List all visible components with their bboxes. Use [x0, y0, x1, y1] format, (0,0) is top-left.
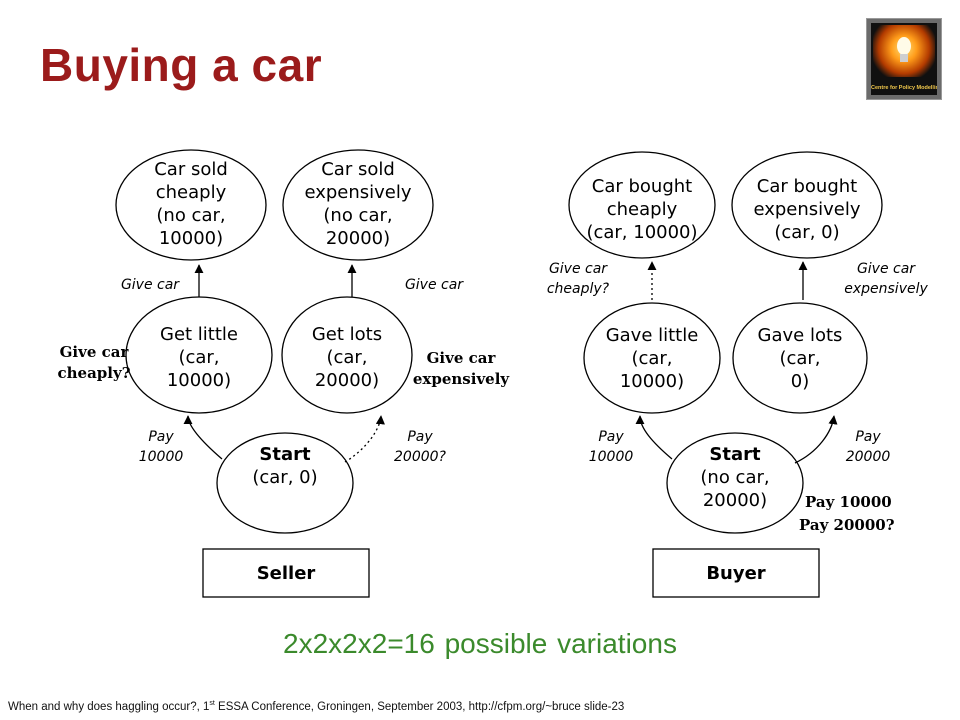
buyer-box [652, 548, 820, 598]
buyer-give-car-right-line1: Give car [857, 261, 916, 277]
seller-pay-right-line2: 20000? [394, 449, 447, 465]
seller-get-lots-line2: (car, [326, 347, 367, 368]
seller-sold-cheaply-line4: 10000) [159, 228, 223, 249]
footer-text-after: ESSA Conference, Groningen, September 20… [214, 700, 625, 713]
buyer-bought-expensively-line3: (car, 0) [774, 222, 839, 243]
buyer-bought-cheaply-line3: (car, 10000) [586, 222, 697, 243]
buyer-give-car-left-line2: cheaply? [547, 281, 610, 297]
seller-edge-pay-left [183, 415, 223, 460]
seller-sold-cheaply-line2: cheaply [156, 182, 227, 203]
footer-text-before: When and why does haggling occur?, 1 [8, 700, 210, 713]
buyer-bought-expensively-line1: Car bought [757, 176, 857, 197]
seller-node-start [216, 432, 354, 534]
seller-edge-pay-right [344, 415, 385, 463]
buyer-node-bought-cheaply [568, 151, 716, 259]
seller-note-expensively-line2: expensively [413, 370, 511, 388]
seller-get-lots-line3: 20000) [315, 370, 379, 391]
logo-caption: Centre for Policy Modelling [871, 85, 937, 91]
seller-get-lots-line1: Get lots [312, 324, 382, 345]
buyer-label: Buyer [706, 563, 765, 584]
buyer-note-pay-line1: Pay 10000 [805, 493, 892, 511]
buyer-pay-right-line1: Pay [855, 429, 881, 445]
seller-node-sold-expensively [282, 149, 434, 261]
buyer-note-pay-line2: Pay 20000? [799, 516, 895, 534]
seller-node-sold-cheaply [115, 149, 267, 261]
slide-title: Buying a car [40, 39, 323, 91]
seller-label: Seller [257, 563, 316, 584]
slide-footer: When and why does haggling occur?, 1st E… [8, 700, 624, 713]
seller-sold-expensively-line1: Car sold [321, 159, 395, 180]
buyer-pay-left-line1: Pay [598, 429, 624, 445]
seller-start-state: (car, 0) [252, 467, 317, 488]
lightbulb-icon [897, 37, 911, 55]
buyer-node-gave-little [583, 302, 721, 414]
buyer-edge-pay-right [794, 415, 838, 464]
buyer-give-car-right-line2: expensively [844, 281, 928, 297]
buyer-node-gave-lots [732, 302, 868, 414]
buyer-gave-lots-line1: Gave lots [758, 325, 843, 346]
seller-get-little-line3: 10000) [167, 370, 231, 391]
buyer-gave-lots-line2: (car, [779, 348, 820, 369]
buyer-bought-cheaply-line1: Car bought [592, 176, 692, 197]
buyer-start-title: Start [709, 444, 761, 465]
seller-sold-cheaply-line3: (no car, [156, 205, 225, 226]
buyer-node-start [666, 432, 804, 534]
seller-give-car-left-label: Give car [121, 277, 180, 293]
seller-pay-left-line2: 10000 [139, 449, 184, 465]
seller-note-cheaply-line2: cheaply? [58, 364, 131, 382]
seller-box [202, 548, 370, 598]
buyer-bought-expensively-line2: expensively [753, 199, 860, 220]
buyer-pay-left-line2: 10000 [589, 449, 634, 465]
seller-start-title: Start [259, 444, 311, 465]
seller-sold-cheaply-line1: Car sold [154, 159, 228, 180]
buyer-start-state-line2: 20000) [703, 490, 767, 511]
buyer-gave-lots-line3: 0) [791, 371, 809, 392]
seller-get-little-line2: (car, [178, 347, 219, 368]
seller-pay-left-line1: Pay [148, 429, 174, 445]
seller-sold-expensively-line3: (no car, [323, 205, 392, 226]
buyer-pay-right-line2: 20000 [846, 449, 891, 465]
seller-node-get-lots [281, 296, 413, 414]
buyer-start-state-line1: (no car, [700, 467, 769, 488]
cpm-logo: Centre for Policy Modelling [866, 18, 942, 100]
footer-superscript: st [209, 700, 215, 707]
seller-give-car-right-label: Give car [405, 277, 464, 293]
seller-note-cheaply-line1: Give car [60, 343, 130, 361]
buyer-bought-cheaply-line2: cheaply [607, 199, 678, 220]
seller-note-expensively-line1: Give car [427, 349, 497, 367]
seller-pay-right-line1: Pay [407, 429, 433, 445]
buyer-gave-little-line1: Gave little [606, 325, 699, 346]
buyer-edge-pay-left [635, 415, 673, 460]
variations-count: 2x2x2x2=16 possible variations [283, 628, 677, 659]
buyer-gave-little-line3: 10000) [620, 371, 684, 392]
buyer-gave-little-line2: (car, [631, 348, 672, 369]
buyer-give-car-left-line1: Give car [549, 261, 608, 277]
seller-get-little-line1: Get little [160, 324, 238, 345]
seller-sold-expensively-line2: expensively [304, 182, 411, 203]
seller-sold-expensively-line4: 20000) [326, 228, 390, 249]
buyer-node-bought-expensively [731, 151, 883, 259]
